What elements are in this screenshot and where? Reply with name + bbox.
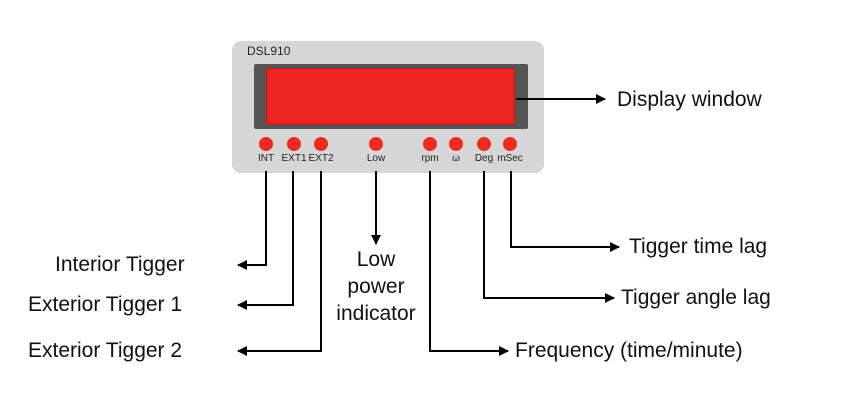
arrow-frequency (429, 171, 509, 356)
arrow-exterior-trigger-1 (237, 171, 294, 310)
label-exterior-trigger-1: Exterior Tigger 1 (28, 293, 183, 316)
arrow-trigger-angle-lag (483, 171, 615, 303)
led-label-omega: ω (452, 153, 460, 164)
led-label-rpm: rpm (421, 153, 439, 164)
led-label-int: INT (257, 153, 275, 164)
label-low-power-indicator: Low power indicator (326, 246, 426, 327)
label-trigger-time-lag: Tigger time lag (629, 235, 768, 258)
label-low-power-line-3: indicator (336, 302, 416, 325)
led-label-ext1: EXT1 (281, 153, 307, 164)
label-trigger-angle-lag: Tigger angle lag (621, 286, 771, 309)
label-interior-trigger: Interior Tigger (55, 253, 185, 276)
label-low-power-line-2: power (347, 275, 405, 298)
display-window (266, 68, 515, 125)
led-label-msec: mSec (497, 153, 523, 164)
arrow-interior-trigger (237, 171, 267, 270)
led-label-low: Low (366, 153, 386, 164)
led-int (259, 137, 273, 151)
label-display-window: Display window (617, 88, 762, 111)
led-label-deg: Deg (474, 153, 494, 164)
led-label-ext2: EXT2 (308, 153, 334, 164)
led-rpm (423, 137, 437, 151)
label-frequency: Frequency (time/minute) (515, 339, 743, 362)
led-msec (503, 137, 517, 151)
label-low-power-line-1: Low (356, 248, 396, 271)
led-ext1 (287, 137, 301, 151)
device-model-label: DSL910 (247, 44, 291, 58)
led-ext2 (314, 137, 328, 151)
arrow-exterior-trigger-2 (237, 171, 322, 356)
led-omega (449, 137, 463, 151)
led-deg (477, 137, 491, 151)
led-low (369, 137, 383, 151)
arrow-trigger-time-lag (510, 171, 620, 252)
label-exterior-trigger-2: Exterior Tigger 2 (28, 339, 183, 362)
